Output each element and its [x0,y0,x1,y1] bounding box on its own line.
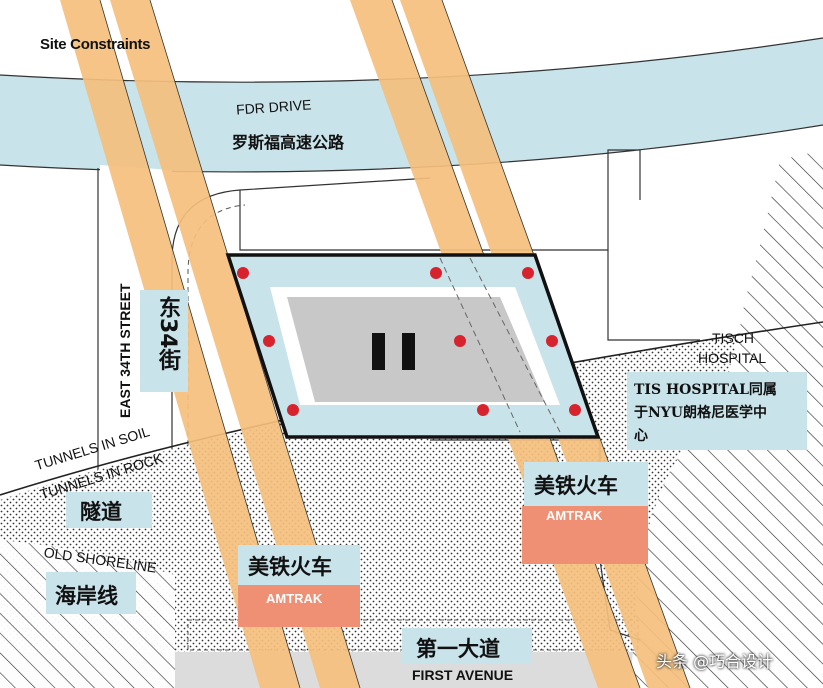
site-dashed-line-1 [469,257,561,433]
amtrak-left-box [238,585,360,627]
tis-note-line3: 心 [634,428,648,444]
red-dot-icon [546,335,558,347]
site-inner-grey [287,297,545,402]
tunnels-cn-label: 隧道 [80,500,122,524]
shoreline-cn-label: 海岸线 [55,584,118,608]
tis-note-line2: 于NYU朗格尼医学中 [634,405,767,421]
east-34th-street-cn-label: 东34街 [155,296,180,371]
amtrak-left-cn-label: 美铁火车 [248,555,332,579]
column-markers [237,267,581,416]
tisch-label-line2: HOSPITAL [698,350,767,366]
watermark: 头条 @巧合设计 [656,652,774,671]
fdr-drive-cn-label: 罗斯福高速公路 [232,133,345,152]
red-dot-icon [430,267,442,279]
red-dot-icon [477,404,489,416]
amtrak-left-cn-box [238,545,360,585]
red-dot-icon [569,404,581,416]
pause-bars-icon-right [402,333,415,370]
red-dot-icon [237,267,249,279]
east-34th-street-label: EAST 34TH STREET [117,283,133,418]
pause-bars-icon [372,333,385,370]
building-outline-north [239,149,641,251]
first-ave-cn-box [402,628,532,664]
amtrak-right-cn-box [524,462,648,506]
tis-note-line1: TIS HOSPITAL同属 [634,382,777,398]
site-dashed-line-2 [439,257,521,433]
fdr-cn-box [220,124,372,154]
e34-cn-box [140,290,188,392]
tisch-label-line1: TISCH [712,330,754,346]
amtrak-right-label: AMTRAK [546,508,603,523]
map-title: Site Constraints [40,36,151,53]
red-dot-icon [263,335,275,347]
amtrak-right-box [522,506,648,564]
amtrak-right-cn-label: 美铁火车 [534,474,618,498]
red-dot-icon [522,267,534,279]
shoreline-cn-box [46,572,136,614]
amtrak-left-label: AMTRAK [266,591,323,606]
first-avenue-label: FIRST AVENUE [412,667,514,683]
tis-note-box [627,372,807,450]
first-avenue-cn-label: 第一大道 [416,637,500,661]
tunnels-cn-box [66,492,152,528]
red-dot-icon [454,335,466,347]
building-outline-east [607,250,700,341]
red-dot-icon [287,404,299,416]
tunnel-band-2 [110,0,360,688]
